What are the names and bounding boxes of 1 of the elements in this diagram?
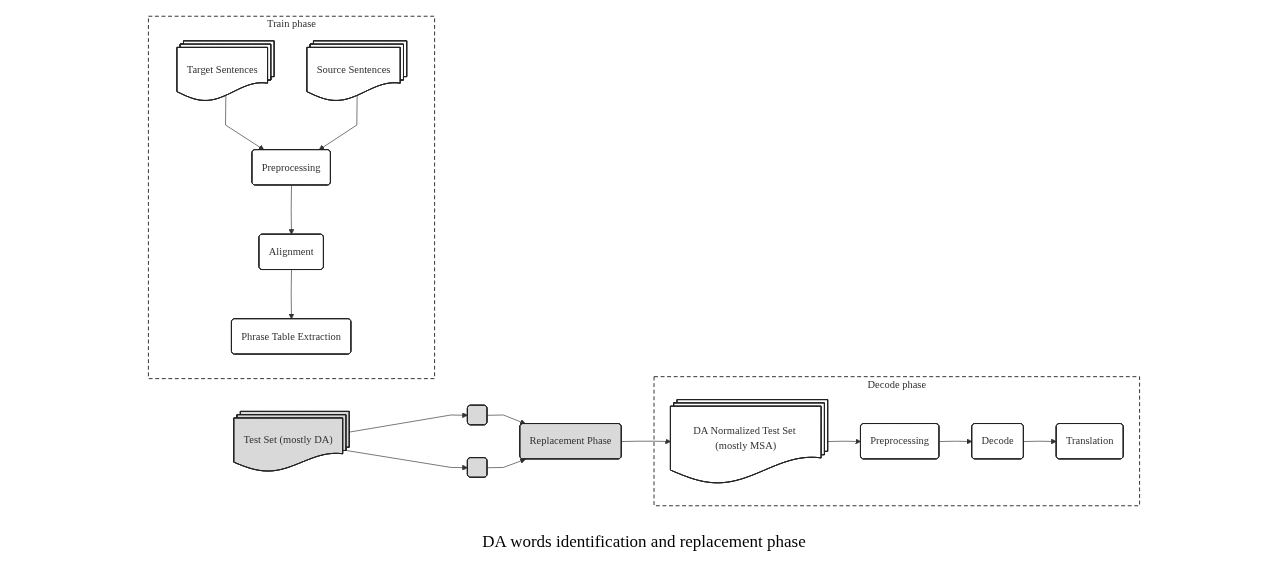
phase-caption: DA words identification and replacement phase <box>482 532 806 552</box>
